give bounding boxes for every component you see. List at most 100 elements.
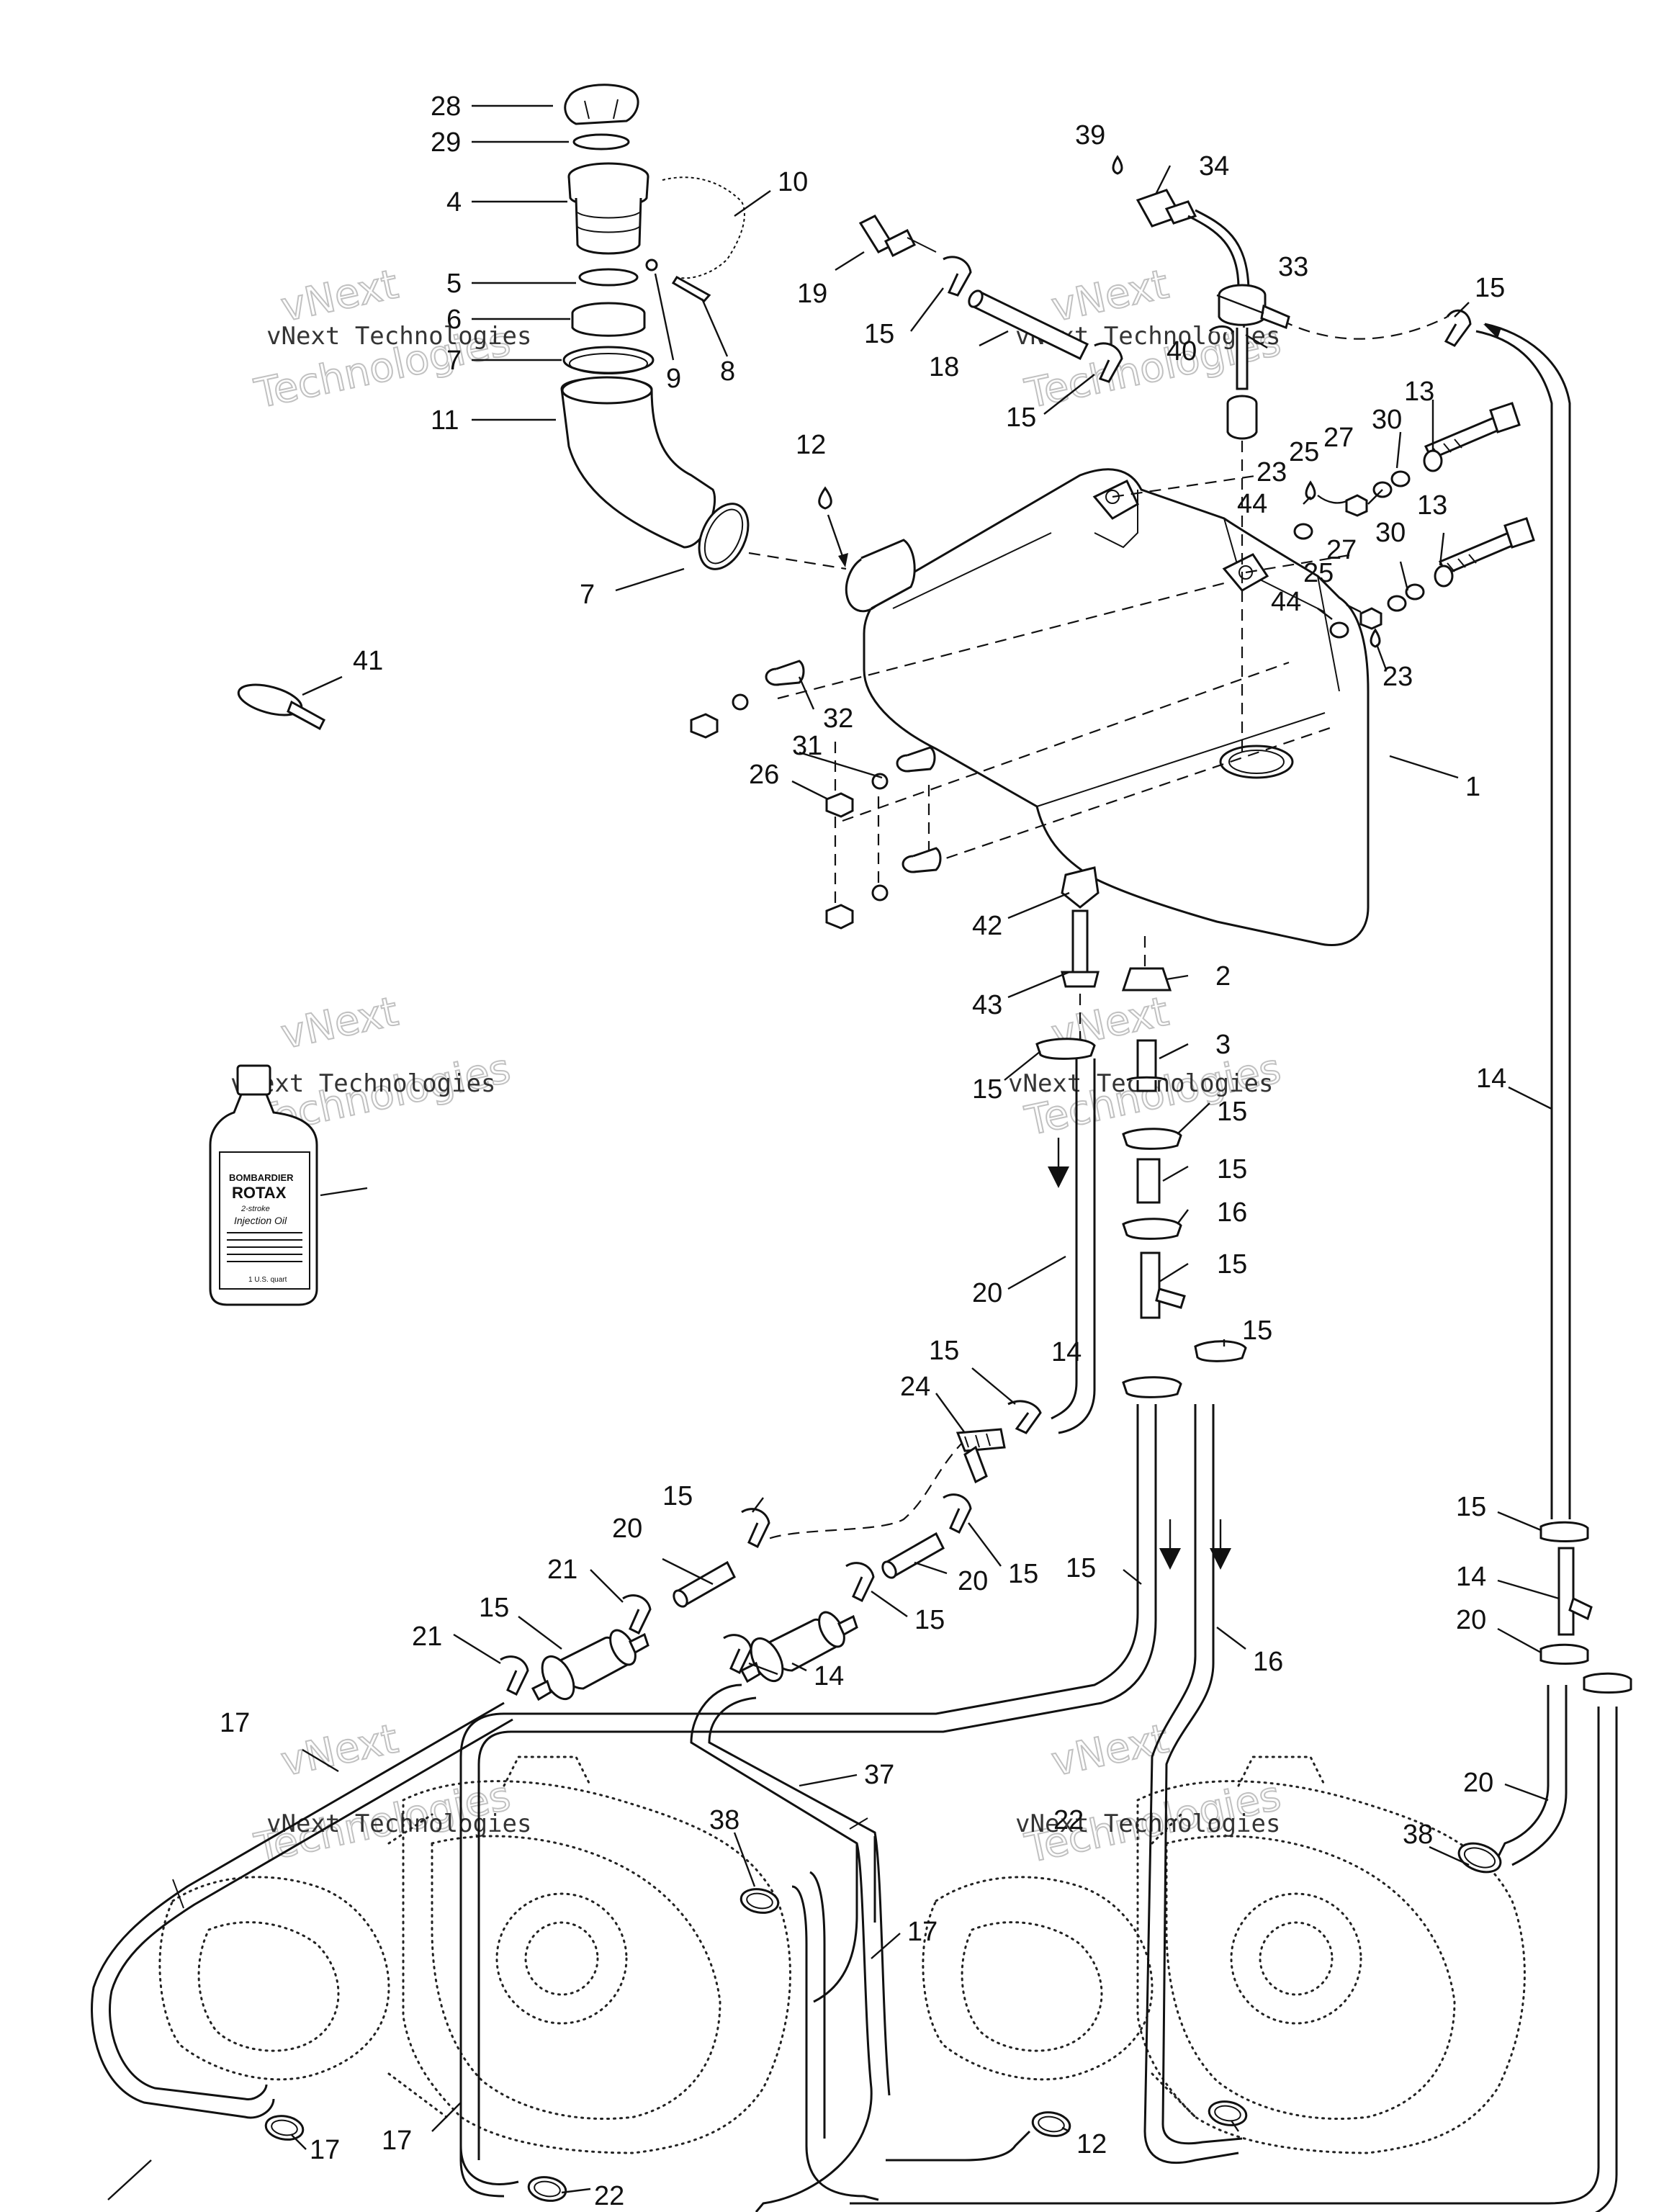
callout-label: 10 [778, 167, 808, 197]
callout-label: 20 [1463, 1768, 1493, 1798]
bottle-brand: ROTAX [232, 1184, 287, 1202]
callout-label: 20 [1456, 1605, 1486, 1635]
nut-26b [825, 792, 854, 818]
callout-label: 15 [1475, 273, 1505, 303]
hose-14-center-lower [886, 2130, 1031, 2162]
callout-label: 16 [1253, 1647, 1283, 1677]
grommet-32c [902, 847, 942, 873]
callout-label: 21 [547, 1555, 577, 1585]
hose-clamp-15 [1122, 1376, 1182, 1398]
leader-arrow [827, 514, 845, 561]
watermark-text: vNext Technologies [230, 1069, 495, 1098]
callout-label: 9 [666, 364, 681, 394]
y-fitting-24 [956, 1428, 1006, 1484]
clamp-22-center [1031, 2111, 1071, 2137]
callout-label: 42 [972, 911, 1002, 941]
callout-label: 15 [662, 1481, 693, 1511]
nut-25 [1345, 494, 1368, 517]
callout-label: 15 [1456, 1492, 1486, 1522]
watermark-text: vNext Technologies [266, 1809, 531, 1838]
callout-label: 11 [431, 405, 459, 436]
oil-hose-14-center [459, 1404, 1157, 2198]
hose-17-center [791, 1871, 879, 2201]
washer-27 [1390, 470, 1411, 487]
callout-label: 20 [972, 1278, 1002, 1308]
hose-clamp-15 [1094, 342, 1123, 383]
clamp-17-right [1457, 1842, 1502, 1874]
callout-label: 15 [1006, 403, 1036, 433]
callout-label: 17 [907, 1917, 938, 1947]
callout-label: 15 [1066, 1553, 1096, 1583]
bottle-product-line1: 2-stroke [240, 1205, 270, 1213]
callout-label: 17 [220, 1708, 250, 1738]
callout-label: 22 [594, 2181, 624, 2211]
callout-label: 38 [1403, 1820, 1433, 1850]
leader-lines [107, 104, 1560, 2200]
callout-label: 28 [431, 91, 461, 122]
o-ring [578, 268, 639, 287]
bolt-13-lower [1438, 517, 1535, 575]
filler-neck [567, 162, 649, 255]
watermark-big-text: vNext [1048, 261, 1173, 331]
callout-label: 22 [1053, 1805, 1084, 1835]
washer-27c [1405, 583, 1425, 601]
callout-label: 15 [1242, 1316, 1272, 1346]
centerline [763, 1439, 966, 1542]
oil-hose-20-middle [690, 1683, 891, 2212]
clamp-17-left [527, 2176, 567, 2202]
washer-44 [1293, 523, 1313, 540]
vent-hose-14-lower-right [1496, 1685, 1568, 1866]
oil-outlet-fittings [1061, 866, 1172, 1092]
callout-label: 2 [1215, 961, 1231, 992]
callout-label: 6 [446, 305, 462, 335]
callout-numbers: 28 29 4 10 5 6 7 9 8 11 7 12 41 39 34 19… [220, 91, 1506, 2211]
callout-label: 44 [1237, 489, 1267, 519]
callout-label: 29 [431, 127, 461, 158]
hose-clamp-15 [1122, 1128, 1182, 1150]
callout-label: 18 [929, 352, 959, 382]
callout-label: 14 [814, 1661, 844, 1691]
oil-drop-icon [1305, 480, 1316, 500]
hose-clamp-15 [723, 1634, 752, 1675]
callout-label: 15 [479, 1593, 509, 1623]
nut [571, 302, 646, 337]
sensor-connector-34 [1136, 189, 1250, 289]
callout-label: 27 [1323, 423, 1354, 453]
washer-small [645, 258, 658, 271]
callout-label: 12 [796, 430, 826, 460]
filler-hose-elbow [560, 376, 716, 549]
callout-label: 15 [1217, 1097, 1247, 1127]
centerline [1112, 474, 1261, 498]
callout-label: 25 [1303, 558, 1334, 588]
callout-label: 15 [1217, 1249, 1247, 1280]
callout-label: 15 [929, 1336, 959, 1366]
nut-26c [825, 904, 854, 930]
oil-drop-icon [1370, 628, 1381, 648]
washer-44b [1329, 621, 1349, 639]
callout-label: 15 [972, 1074, 1002, 1105]
hose-clamp-15 [1539, 1643, 1589, 1665]
callout-label: 14 [1476, 1064, 1506, 1094]
nut-25b [1359, 607, 1382, 630]
bottle-volume: 1 U.S. quart [248, 1276, 287, 1284]
hose-clamp-15 [622, 1594, 652, 1635]
callout-label: 44 [1271, 587, 1301, 617]
fuel-filter-21-left [531, 1629, 649, 1701]
vent-hose-14-right [1475, 323, 1571, 1519]
watermark-big-text: vNext [277, 988, 403, 1058]
tee-fitting-16-right [1557, 1547, 1593, 1636]
callout-label: 33 [1278, 252, 1308, 282]
callout-label: 7 [580, 580, 595, 610]
bolt-13-upper [1424, 402, 1521, 460]
hose-clamp-tank [698, 503, 750, 570]
flow-direction-arrow-icon [1483, 324, 1501, 338]
callout-label: 8 [720, 356, 735, 387]
bottle-brand-top: BOMBARDIER [229, 1172, 294, 1183]
hose-38-left [459, 1887, 519, 2185]
callout-label: 32 [823, 703, 853, 734]
o-ring-40 [1208, 325, 1234, 333]
lock-washer-30b [1434, 565, 1454, 588]
centerline [748, 552, 847, 570]
centerline [1281, 316, 1448, 340]
